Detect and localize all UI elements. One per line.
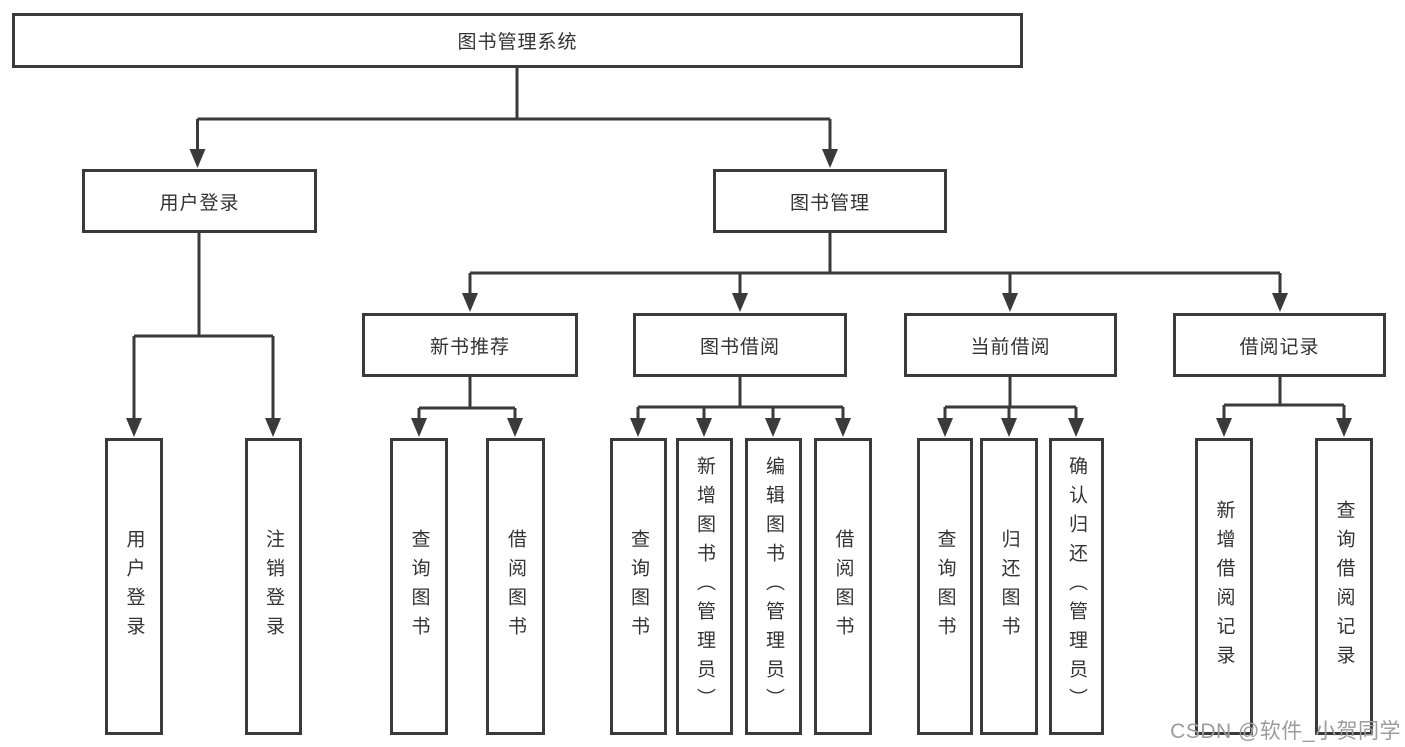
node-leaf-query-book-3: 查询图书 bbox=[917, 438, 973, 735]
node-leaf-borrow-book-2: 借阅图书 bbox=[814, 438, 872, 735]
node-borrow-record: 借阅记录 bbox=[1173, 313, 1386, 377]
node-new-book-recommend: 新书推荐 bbox=[362, 313, 578, 377]
node-leaf-query-book-1: 查询图书 bbox=[390, 438, 448, 735]
node-root-library-system: 图书管理系统 bbox=[12, 13, 1023, 68]
node-leaf-logout: 注销登录 bbox=[245, 438, 302, 735]
node-leaf-borrow-book-1: 借阅图书 bbox=[486, 438, 545, 735]
node-leaf-query-book-2: 查询图书 bbox=[610, 438, 667, 735]
node-leaf-return-book: 归还图书 bbox=[980, 438, 1038, 735]
node-book-borrow: 图书借阅 bbox=[633, 313, 847, 377]
node-leaf-add-borrow-record: 新增借阅记录 bbox=[1195, 438, 1253, 735]
node-leaf-confirm-return-admin: 确认归还（管理员） bbox=[1049, 438, 1104, 735]
node-leaf-edit-book-admin: 编辑图书（管理员） bbox=[745, 438, 802, 735]
node-leaf-query-borrow-record: 查询借阅记录 bbox=[1315, 438, 1373, 735]
node-user-login-module: 用户登录 bbox=[82, 169, 317, 233]
node-leaf-add-book-admin: 新增图书（管理员） bbox=[676, 438, 733, 735]
node-leaf-user-login: 用户登录 bbox=[105, 438, 163, 735]
node-book-management-module: 图书管理 bbox=[713, 169, 947, 233]
watermark: CSDN @软件_小贺同学 bbox=[1170, 720, 1401, 743]
node-current-borrow: 当前借阅 bbox=[904, 313, 1117, 377]
